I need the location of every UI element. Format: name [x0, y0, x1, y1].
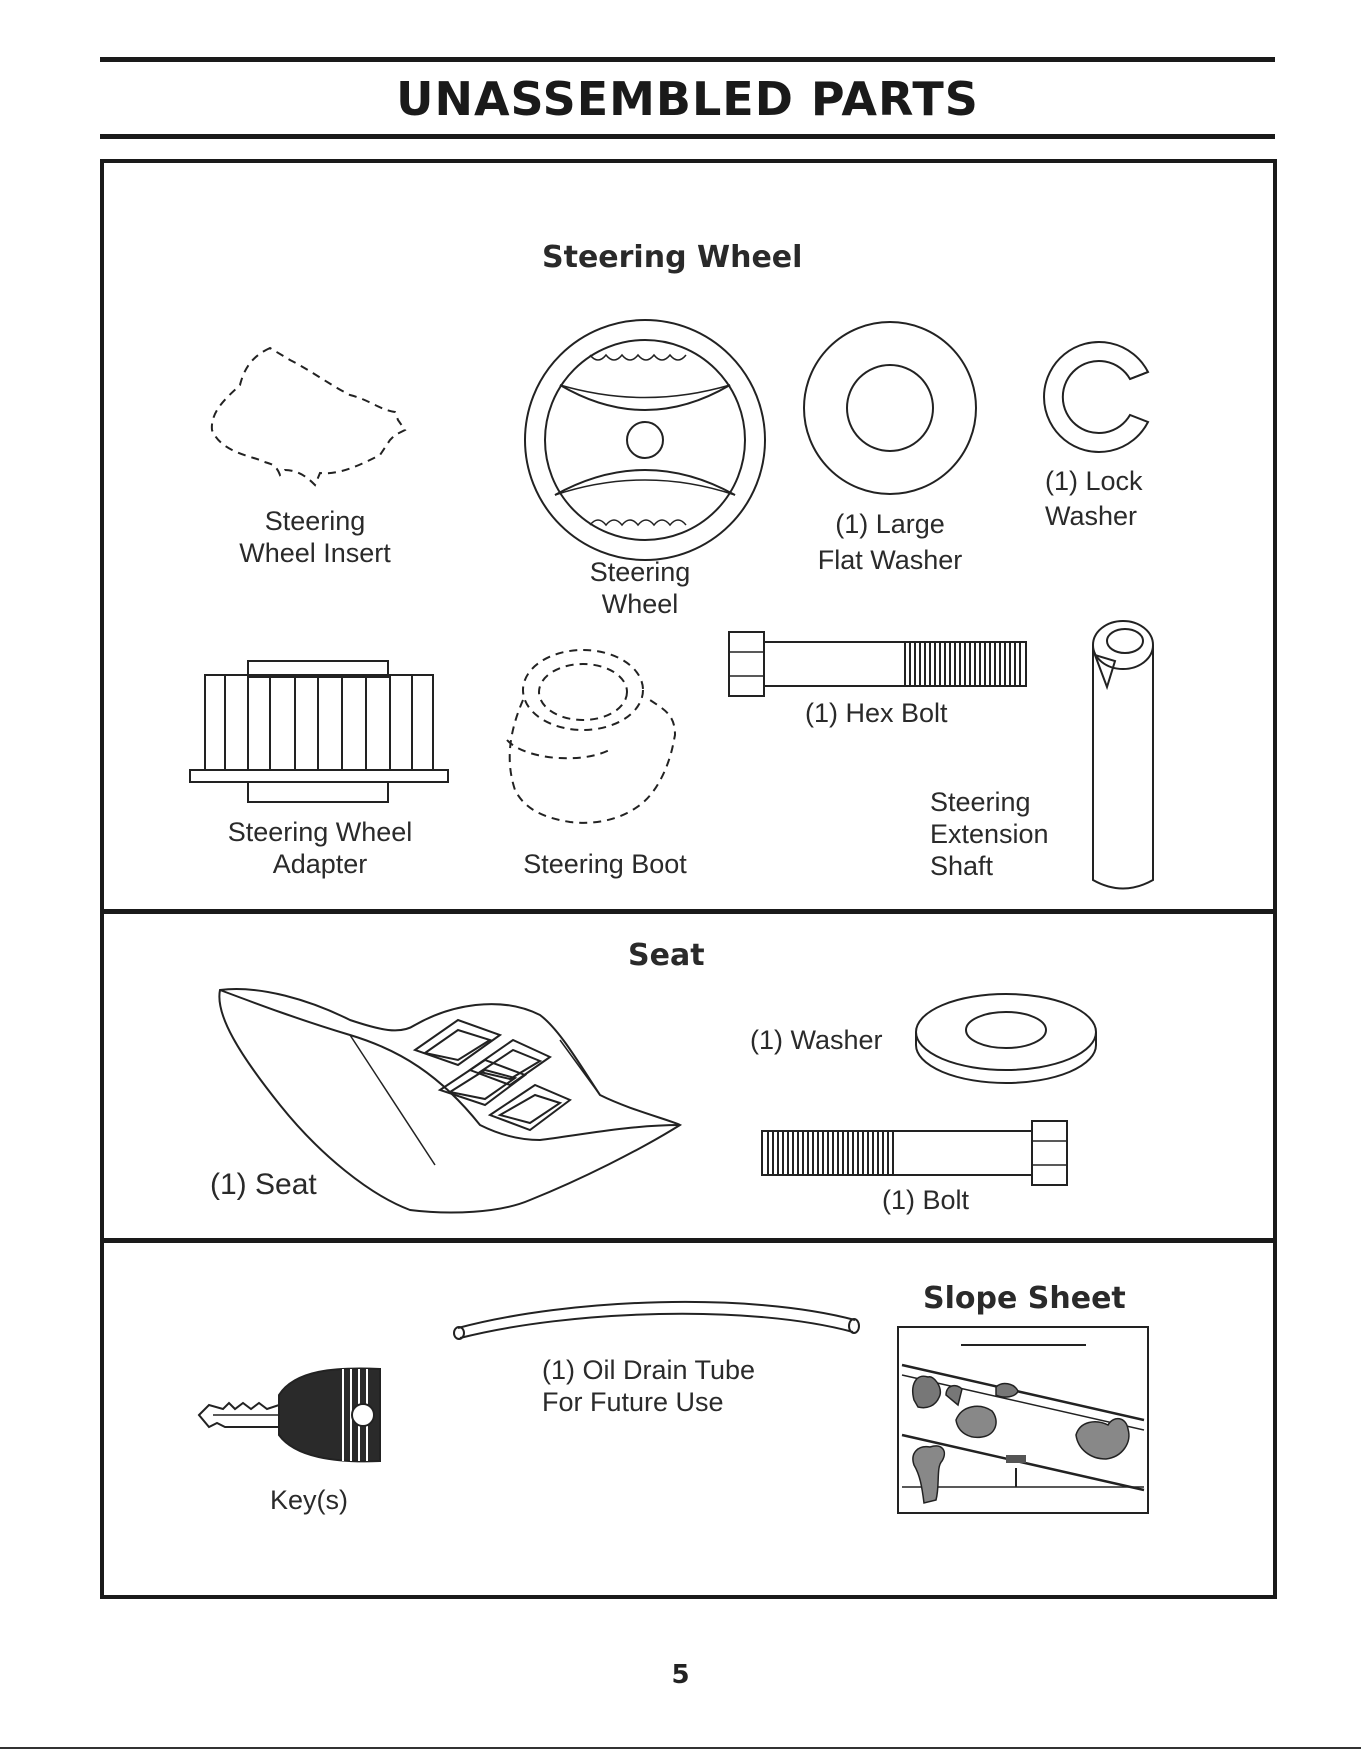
steering-extension-shaft-label-1: Steering: [930, 786, 1031, 819]
steering-wheel-adapter-icon: [190, 655, 450, 805]
washer-icon: [910, 990, 1102, 1090]
seat-label: (1) Seat: [210, 1168, 317, 1201]
key-icon: [195, 1365, 385, 1465]
lock-washer-label-2: Washer: [1045, 500, 1137, 533]
steering-extension-shaft-label-2: Extension: [930, 818, 1049, 851]
lock-washer-label-1: (1) Lock: [1045, 465, 1143, 498]
large-flat-washer-label-2: Flat Washer: [790, 544, 990, 577]
section-heading-steering: Steering Wheel: [542, 240, 802, 275]
steering-wheel-adapter-label-2: Adapter: [200, 848, 440, 881]
section-divider-2: [100, 1238, 1277, 1243]
bolt-label: (1) Bolt: [882, 1184, 969, 1217]
title-top-rule: [100, 57, 1275, 62]
hex-bolt-label: (1) Hex Bolt: [805, 697, 948, 730]
page-number: 5: [0, 1660, 1361, 1690]
bottom-rule: [0, 1747, 1361, 1749]
section-heading-slope-sheet: Slope Sheet: [923, 1281, 1126, 1316]
section-heading-seat: Seat: [628, 938, 705, 973]
key-label: Key(s): [270, 1484, 348, 1517]
bolt-icon: [758, 1117, 1073, 1189]
section-divider-1: [100, 909, 1277, 914]
steering-wheel-icon: [520, 315, 770, 565]
large-flat-washer-label-1: (1) Large: [790, 508, 990, 541]
steering-extension-shaft-icon: [1085, 615, 1165, 895]
steering-boot-label: Steering Boot: [505, 848, 705, 881]
slope-sheet-icon: [896, 1325, 1150, 1515]
page-title: UNASSEMBLED PARTS: [100, 72, 1275, 126]
oil-drain-tube-label-2: For Future Use: [542, 1386, 724, 1419]
steering-wheel-adapter-label-1: Steering Wheel: [200, 816, 440, 849]
steering-extension-shaft-label-3: Shaft: [930, 850, 993, 883]
steering-wheel-insert-label-1: Steering: [210, 505, 420, 538]
steering-boot-icon: [495, 640, 695, 830]
title-bottom-rule: [100, 134, 1275, 139]
steering-wheel-label-1: Steering: [540, 556, 740, 589]
lock-washer-icon: [1040, 337, 1160, 457]
washer-label: (1) Washer: [750, 1024, 883, 1057]
hex-bolt-icon: [725, 628, 1030, 700]
oil-drain-tube-icon: [450, 1290, 865, 1350]
large-flat-washer-icon: [800, 318, 980, 498]
steering-wheel-label-2: Wheel: [540, 588, 740, 621]
oil-drain-tube-label-1: (1) Oil Drain Tube: [542, 1354, 755, 1387]
steering-wheel-insert-label-2: Wheel Insert: [210, 537, 420, 570]
steering-wheel-insert-icon: [200, 340, 425, 500]
